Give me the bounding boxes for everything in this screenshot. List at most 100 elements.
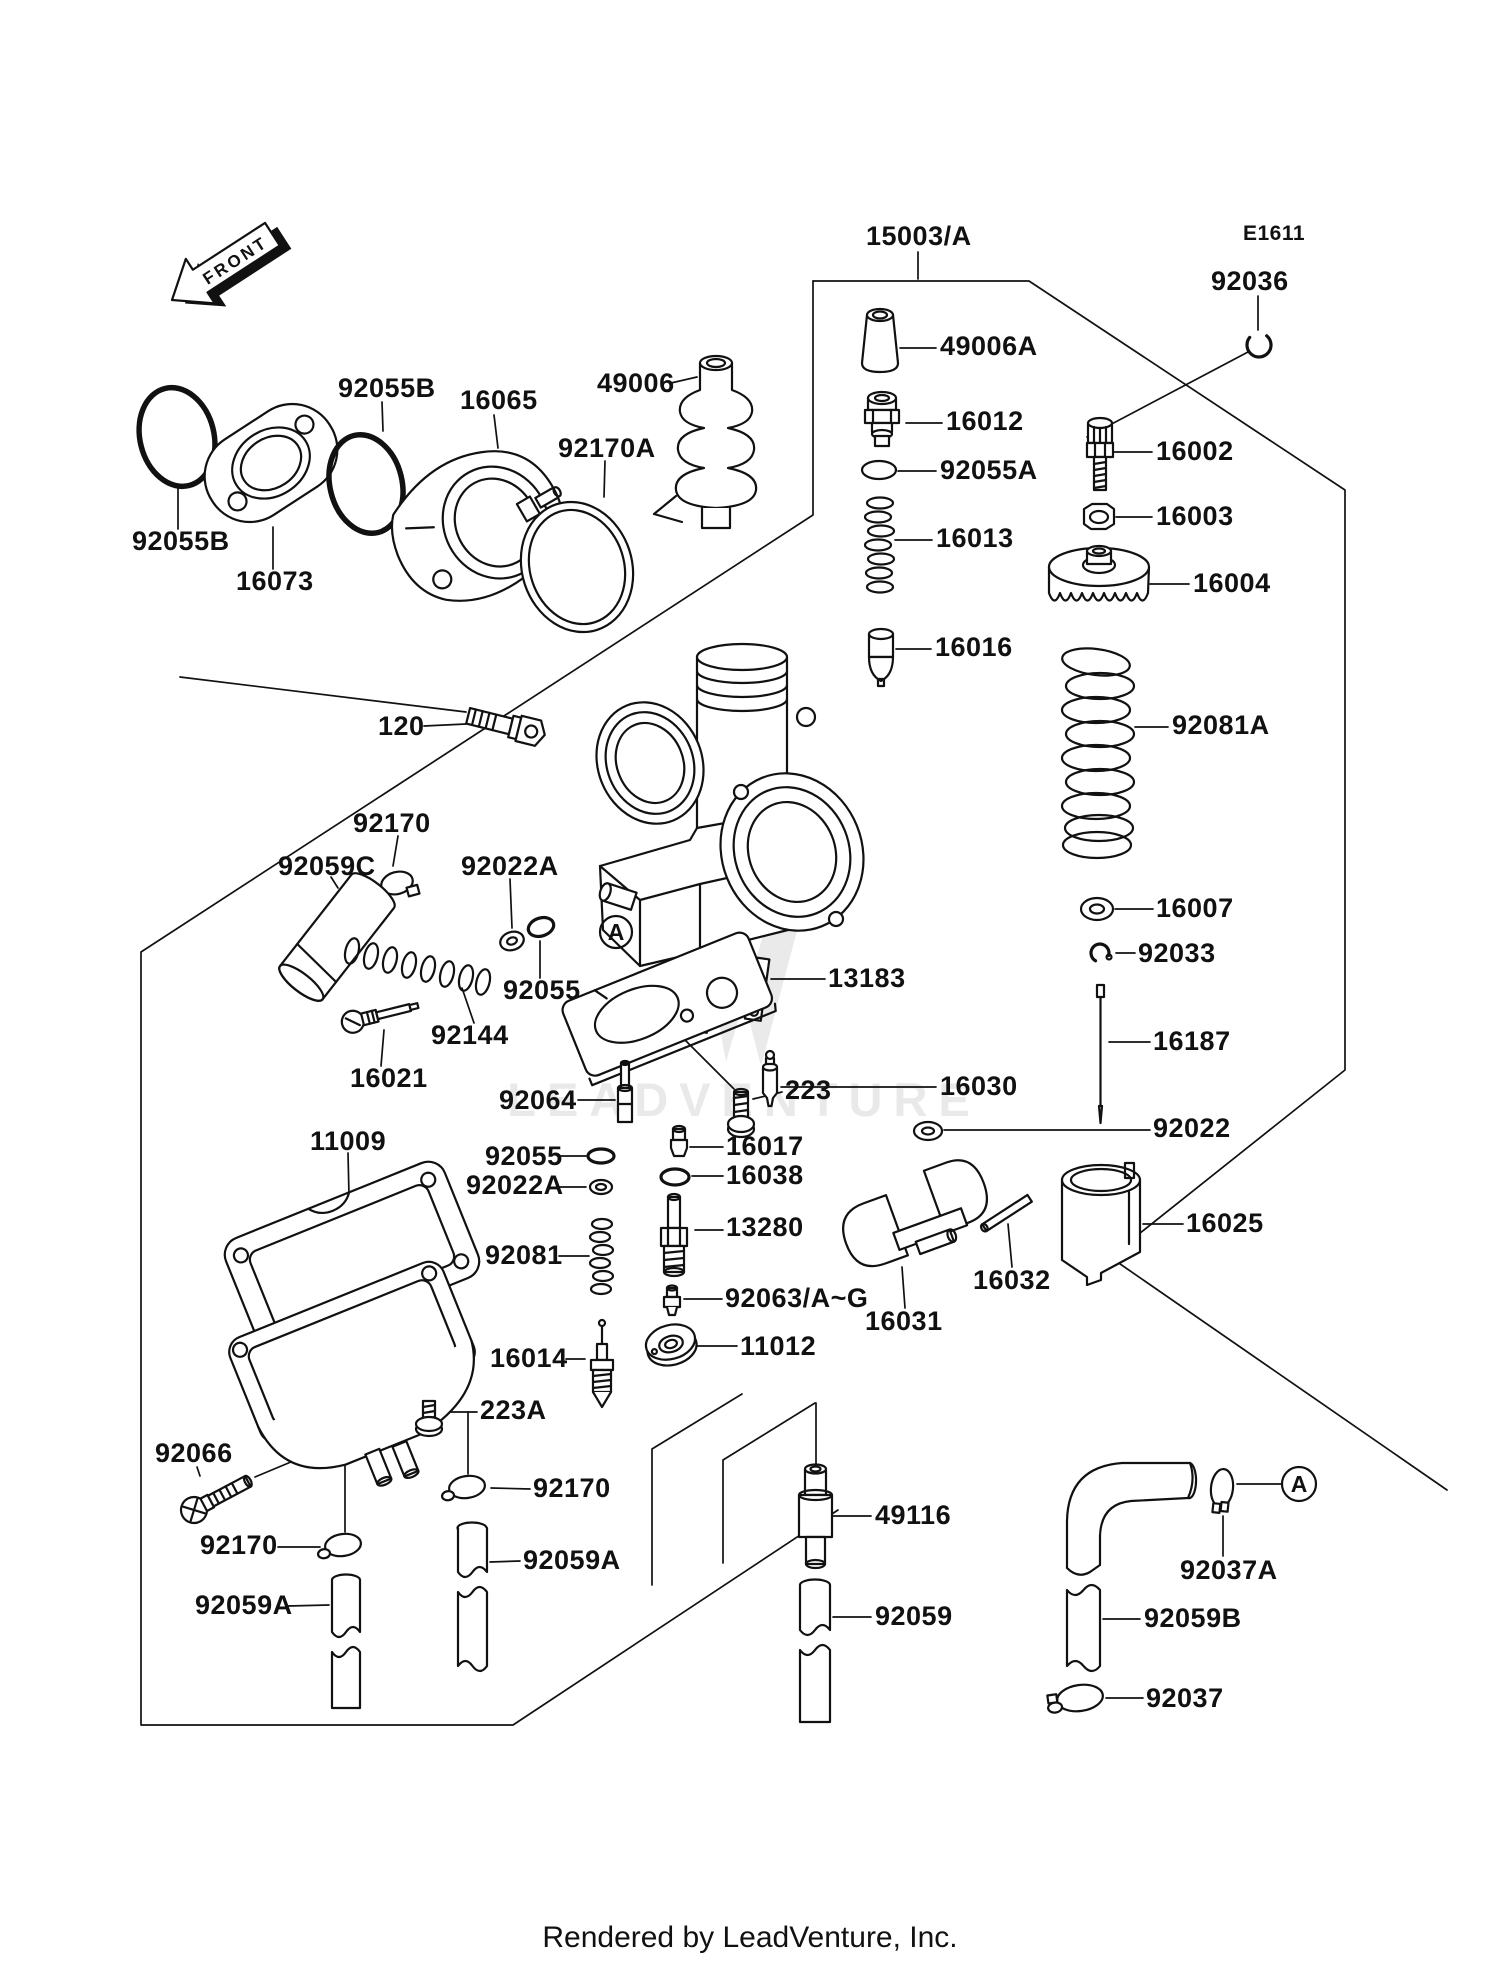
part-16025-cup-drawing bbox=[1060, 1161, 1142, 1287]
part-label-16032: 16032 bbox=[973, 1265, 1051, 1295]
part-92036-clip-drawing bbox=[1245, 331, 1273, 359]
part-label-92170-bm: 92170 bbox=[533, 1473, 611, 1503]
part-92055b-oring-left-drawing bbox=[136, 384, 218, 490]
leader-lines bbox=[177, 251, 1282, 1699]
part-label-92059B: 92059B bbox=[1144, 1603, 1242, 1633]
part-16032-pin-drawing bbox=[979, 1193, 1033, 1233]
part-label-120: 120 bbox=[378, 711, 425, 741]
part-13280-main-jet-drawing bbox=[659, 1192, 689, 1278]
part-label-16014: 16014 bbox=[490, 1343, 568, 1373]
part-label-16073: 16073 bbox=[236, 566, 314, 596]
part-16073-flange-drawing bbox=[203, 402, 339, 524]
part-label-92055-lower: 92055 bbox=[485, 1141, 563, 1171]
part-label-92022A-lower: 92022A bbox=[466, 1170, 564, 1200]
part-label-92066: 92066 bbox=[155, 1438, 233, 1468]
part-16003-nut-drawing bbox=[1082, 502, 1116, 531]
part-label-223A: 223A bbox=[480, 1395, 547, 1425]
part-label-11009: 11009 bbox=[310, 1126, 387, 1156]
part-92022a-washer-lower-drawing bbox=[588, 1178, 614, 1196]
part-label-92063AG: 92063/A~G bbox=[725, 1283, 869, 1313]
part-92055b-oring-top-drawing bbox=[326, 431, 406, 537]
part-label-92033: 92033 bbox=[1138, 938, 1216, 968]
part-92059a-tube-bm-drawing bbox=[456, 1521, 489, 1673]
part-label-92037: 92037 bbox=[1146, 1683, 1224, 1713]
part-label-16004: 16004 bbox=[1193, 568, 1271, 598]
part-16021-screw-drawing bbox=[340, 1002, 420, 1034]
part-223a-screw-drawing bbox=[414, 1399, 444, 1438]
part-label-92170A: 92170A bbox=[558, 433, 656, 463]
part-label-92036: 92036 bbox=[1211, 266, 1289, 296]
part-92081-spring-drawing bbox=[588, 1217, 615, 1296]
part-label-92144: 92144 bbox=[431, 1020, 509, 1050]
part-92064-needle-jet-drawing bbox=[616, 1059, 634, 1124]
part-49006a-boot-drawing bbox=[860, 307, 900, 374]
part-label-92055B-top: 92055B bbox=[338, 373, 436, 403]
footer-credit: Rendered by LeadVenture, Inc. bbox=[542, 1921, 958, 1954]
part-92033-clip-drawing bbox=[1089, 942, 1113, 964]
part-label-16017: 16017 bbox=[726, 1131, 804, 1161]
part-92066-drain-screw-drawing bbox=[179, 1474, 253, 1525]
callout-a-bottom-letter: A bbox=[1291, 1471, 1308, 1497]
part-label-16025: 16025 bbox=[1186, 1208, 1264, 1238]
part-label-16030: 16030 bbox=[940, 1071, 1018, 1101]
part-label-92170-upper: 92170 bbox=[353, 808, 431, 838]
part-92059c-tube-drawing bbox=[278, 872, 396, 1002]
part-92081a-spring-drawing bbox=[1060, 647, 1136, 860]
callout-a-carb: A bbox=[598, 914, 634, 950]
callout-a-carb-letter: A bbox=[608, 919, 625, 945]
part-label-92170-bl: 92170 bbox=[200, 1530, 278, 1560]
part-label-16002: 16002 bbox=[1156, 436, 1234, 466]
part-label-49006A: 49006A bbox=[940, 331, 1038, 361]
part-label-92059A-bm: 92059A bbox=[523, 1545, 621, 1575]
part-label-16038: 16038 bbox=[726, 1160, 804, 1190]
part-92170a-clamp-drawing bbox=[515, 486, 635, 634]
part-label-13183: 13183 bbox=[828, 963, 906, 993]
part-16012-valve-drawing bbox=[863, 390, 901, 448]
part-92037a-clamp-drawing bbox=[1209, 1467, 1235, 1514]
part-label-92055-upper: 92055 bbox=[503, 975, 581, 1005]
part-label-92037A: 92037A bbox=[1180, 1555, 1278, 1585]
part-label-49116: 49116 bbox=[875, 1500, 952, 1530]
part-16030-needle-valve-drawing bbox=[761, 1049, 779, 1108]
part-label-15003A: 15003/A bbox=[866, 221, 972, 251]
part-11012-seat-drawing bbox=[644, 1323, 698, 1367]
part-label-92059A-bl: 92059A bbox=[195, 1590, 293, 1620]
part-49116-plunger-drawing bbox=[797, 1463, 834, 1570]
part-label-92081A: 92081A bbox=[1172, 710, 1270, 740]
part-92055a-oring-drawing bbox=[860, 459, 898, 481]
part-label-92022: 92022 bbox=[1153, 1113, 1231, 1143]
part-16014-pilot-screw-drawing bbox=[589, 1318, 615, 1409]
part-92022-washer-drawing bbox=[912, 1120, 944, 1142]
part-label-16016: 16016 bbox=[935, 632, 1013, 662]
part-16017-jet-drawing bbox=[669, 1124, 689, 1158]
part-92059-tube-drawing bbox=[798, 1578, 832, 1724]
part-label-92022A-upper: 92022A bbox=[461, 851, 559, 881]
diagram-code: E1611 bbox=[1243, 222, 1306, 245]
part-label-16031: 16031 bbox=[865, 1306, 943, 1336]
part-92144-spring-drawing bbox=[343, 937, 492, 996]
part-label-16012: 16012 bbox=[946, 406, 1024, 436]
part-label-16065: 16065 bbox=[460, 385, 538, 415]
front-direction-arrow: FRONT bbox=[170, 221, 292, 307]
part-92170-clip-upper-drawing bbox=[380, 870, 421, 898]
part-92170-clip-bm-drawing bbox=[440, 1474, 486, 1502]
part-92037-clamp-drawing bbox=[1046, 1683, 1104, 1714]
part-92063-pilot-jet-drawing bbox=[662, 1284, 682, 1317]
part-16187-needle-drawing bbox=[1095, 983, 1106, 1125]
part-label-49006: 49006 bbox=[597, 368, 675, 398]
part-label-92064: 92064 bbox=[499, 1085, 577, 1115]
part-16016-plunger-drawing bbox=[867, 627, 895, 688]
part-16038-oring-drawing bbox=[659, 1167, 691, 1187]
callout-a-bottom: A bbox=[1280, 1465, 1318, 1503]
part-49006-boot-drawing bbox=[652, 354, 758, 530]
part-label-223: 223 bbox=[785, 1075, 832, 1105]
part-label-16003: 16003 bbox=[1156, 501, 1234, 531]
part-label-16007: 16007 bbox=[1156, 893, 1234, 923]
part-13183-gasket-drawing bbox=[561, 931, 777, 1087]
part-11009-float-bowl-drawing bbox=[228, 1260, 476, 1487]
part-label-11012: 11012 bbox=[740, 1331, 817, 1361]
part-label-92055A: 92055A bbox=[940, 455, 1038, 485]
part-223-screw-drawing bbox=[726, 1087, 756, 1139]
